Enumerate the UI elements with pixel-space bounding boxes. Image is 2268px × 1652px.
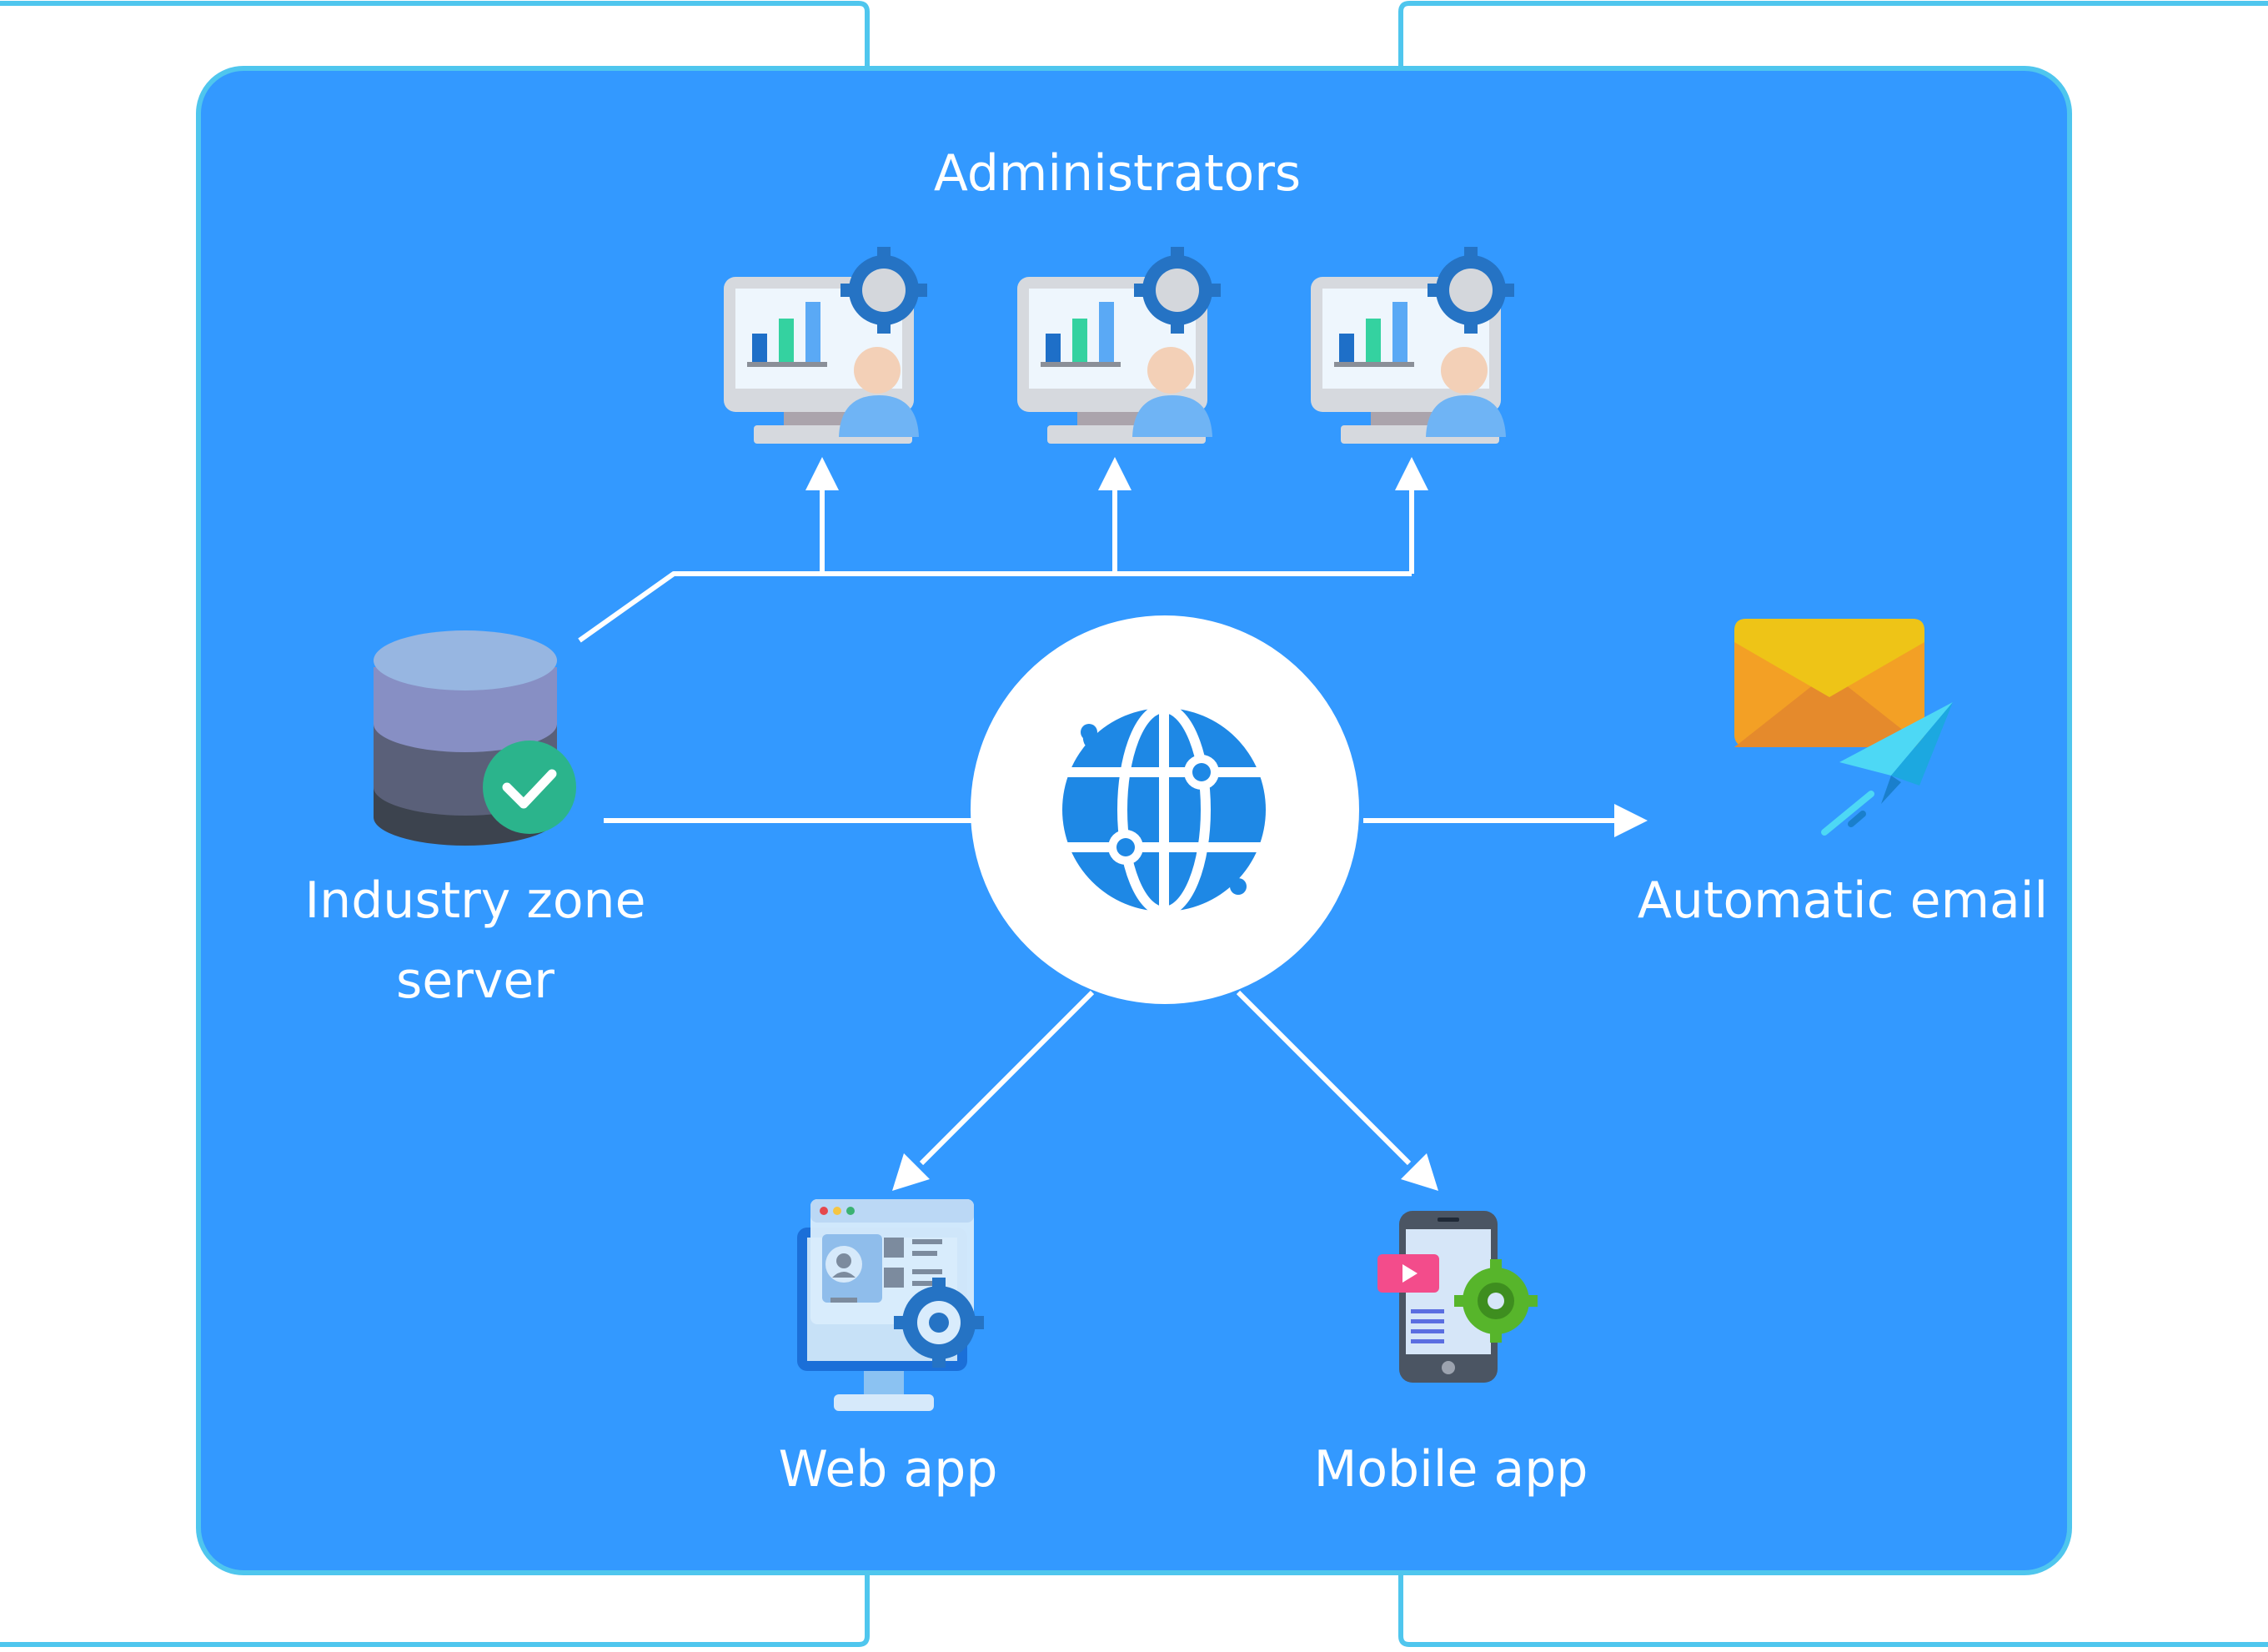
edge-server-administrators: [578, 571, 1412, 643]
arrow-head-admin-1: [805, 457, 839, 490]
arrow-heads: [805, 457, 1648, 1191]
mobile-app-icon: [1377, 1211, 1538, 1383]
globe-network-icon: [971, 615, 1359, 1004]
web-app-icon: [797, 1199, 984, 1411]
edge-hub-webapp: [919, 990, 1095, 1166]
server-label-line-2: server: [396, 952, 554, 1010]
administrators-label: Administrators: [933, 144, 1302, 203]
admin-computer-icon: [1311, 247, 1514, 444]
server-label-line-1: Industry zone: [304, 871, 646, 930]
email-envelope-icon: [1734, 619, 1953, 836]
database-server-icon: [374, 630, 576, 846]
arrow-head-mobileapp: [1401, 1153, 1438, 1191]
arrow-head-admin-2: [1098, 457, 1131, 490]
arrow-head-admin-3: [1395, 457, 1428, 490]
arrow-head-email: [1614, 804, 1648, 837]
arrow-head-webapp: [892, 1153, 930, 1191]
mobile-app-label: Mobile app: [1313, 1440, 1588, 1499]
connectors: [578, 488, 1618, 1166]
web-app-label: Web app: [778, 1440, 998, 1499]
admin-computer-icon: [1017, 247, 1221, 444]
admin-computer-icon: [724, 247, 927, 444]
email-label: Automatic email: [1637, 871, 2049, 930]
edge-hub-mobileapp: [1236, 990, 1412, 1166]
